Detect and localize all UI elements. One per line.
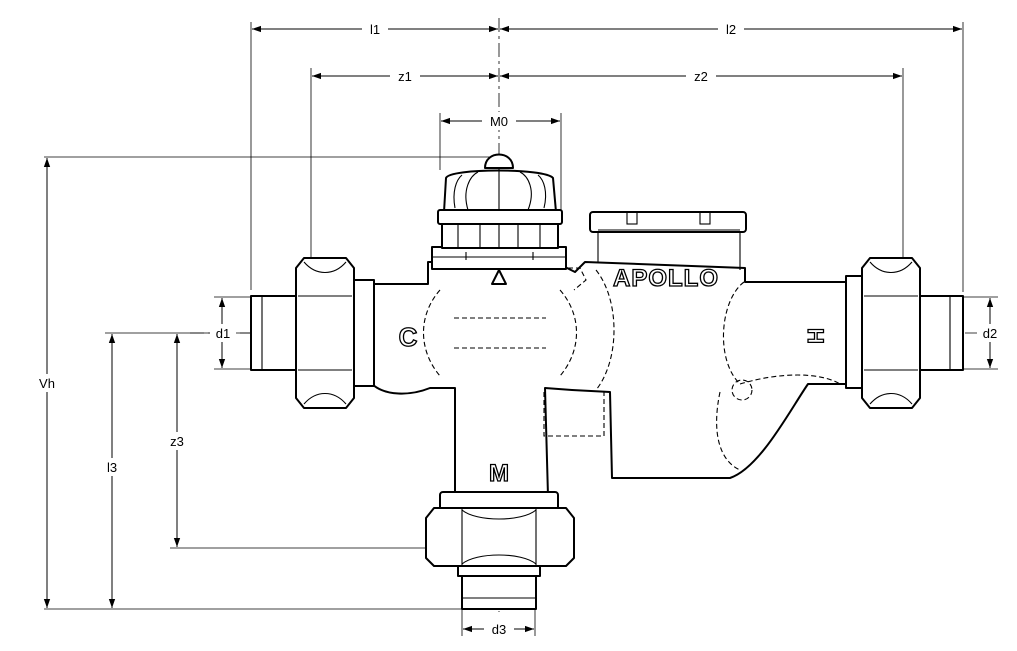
hidden-contours [423,267,841,471]
hot-port-mark: H [803,328,828,344]
label-vh: Vh [39,376,55,391]
label-l2: l2 [726,22,736,37]
cold-port-mark: C [399,322,418,352]
flow-indicator-icon [491,269,507,285]
label-z2: z2 [694,69,708,84]
top-cap [589,211,747,270]
label-l1: l1 [370,22,380,37]
label-z1: z1 [398,69,412,84]
mixed-outlet-union [425,491,575,610]
label-m0: M0 [490,114,508,129]
dimension-labels: l1 l2 z1 z2 M0 Vh l3 z3 d1 d2 d3 [32,20,1003,638]
brand-logo: APOLLO [613,265,719,292]
mixed-port-mark: M [489,460,509,487]
label-l3: l3 [107,460,117,475]
hot-inlet-union [845,257,964,409]
label-d2: d2 [983,326,997,341]
label-z3: z3 [170,434,184,449]
valve-body [371,246,849,497]
cold-inlet-union [250,257,375,409]
label-d1: d1 [216,326,230,341]
temperature-knob[interactable] [437,153,563,249]
label-d3: d3 [492,622,506,637]
